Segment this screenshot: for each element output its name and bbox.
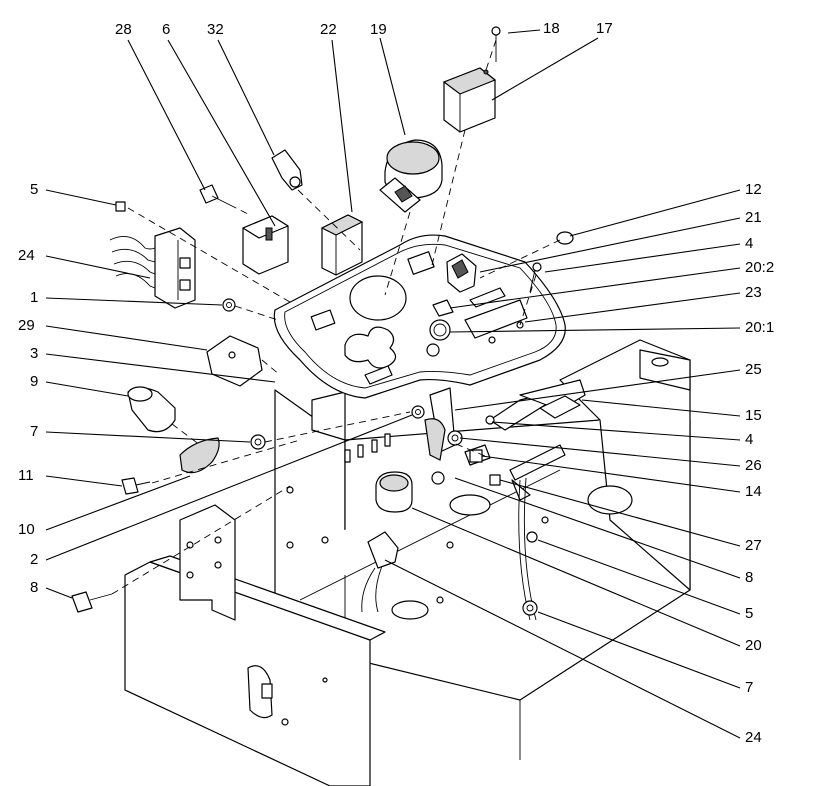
callout-20-2: 20:2 xyxy=(745,259,774,276)
callout-17: 17 xyxy=(596,20,613,37)
callout-7-left: 7 xyxy=(30,423,38,440)
callout-6: 6 xyxy=(162,21,170,38)
callout-27: 27 xyxy=(745,537,762,554)
callout-26: 26 xyxy=(745,457,762,474)
part-7-nut xyxy=(250,434,538,616)
part-22-plug xyxy=(320,214,364,276)
part-9-cap xyxy=(127,386,176,433)
callout-8-left: 8 xyxy=(30,579,38,596)
callout-2: 2 xyxy=(30,551,38,568)
callout-4-top: 4 xyxy=(745,235,753,252)
callout-8-right: 8 xyxy=(745,569,753,586)
callout-28: 28 xyxy=(115,21,132,38)
leader-lines xyxy=(45,29,741,739)
control-plate xyxy=(273,234,566,399)
part-10-lens xyxy=(179,437,220,474)
part-20-gaskets xyxy=(426,299,454,357)
part-20-knob xyxy=(375,471,413,513)
callout-4-mid: 4 xyxy=(745,431,753,448)
callout-labels: 28 6 32 22 19 18 17 5 12 21 24 4 20:2 1 … xyxy=(18,20,774,746)
callout-1: 1 xyxy=(30,289,38,306)
callout-20-1: 20:1 xyxy=(745,319,774,336)
part-29-plate xyxy=(206,335,263,387)
callout-25: 25 xyxy=(745,361,762,378)
part-32-sensor xyxy=(271,149,303,191)
part-24-lower-connector xyxy=(361,531,399,613)
callout-19: 19 xyxy=(370,21,387,38)
callout-5-bottom: 5 xyxy=(745,605,753,622)
callout-24-top: 24 xyxy=(18,247,35,264)
callout-18: 18 xyxy=(543,20,560,37)
callout-12: 12 xyxy=(745,181,762,198)
callout-3: 3 xyxy=(30,345,38,362)
callout-21: 21 xyxy=(745,209,762,226)
callout-14: 14 xyxy=(745,483,762,500)
part-19-switch xyxy=(379,139,443,213)
small-nuts xyxy=(115,201,574,543)
part-17-block xyxy=(442,67,497,133)
callout-32: 32 xyxy=(207,21,224,38)
callout-5-top: 5 xyxy=(30,181,38,198)
callout-29: 29 xyxy=(18,317,35,334)
part-18-screw xyxy=(491,26,501,62)
callout-10: 10 xyxy=(18,521,35,538)
part-8-bolt xyxy=(71,591,113,613)
part-21-toggle xyxy=(446,253,477,293)
callout-20: 20 xyxy=(745,637,762,654)
front-panel xyxy=(124,504,386,786)
callout-24-bottom: 24 xyxy=(745,729,762,746)
part-6-relay xyxy=(242,215,289,275)
part-11-bolt xyxy=(121,477,151,495)
callout-11: 11 xyxy=(18,467,34,484)
assembly-lines xyxy=(111,39,561,595)
callout-22: 22 xyxy=(320,21,337,38)
callout-9: 9 xyxy=(30,373,38,390)
callout-15: 15 xyxy=(745,407,762,424)
part-4-screw xyxy=(529,262,542,293)
part-24-connector xyxy=(109,227,196,309)
callout-7-bottom: 7 xyxy=(745,679,753,696)
callout-23: 23 xyxy=(745,284,762,301)
